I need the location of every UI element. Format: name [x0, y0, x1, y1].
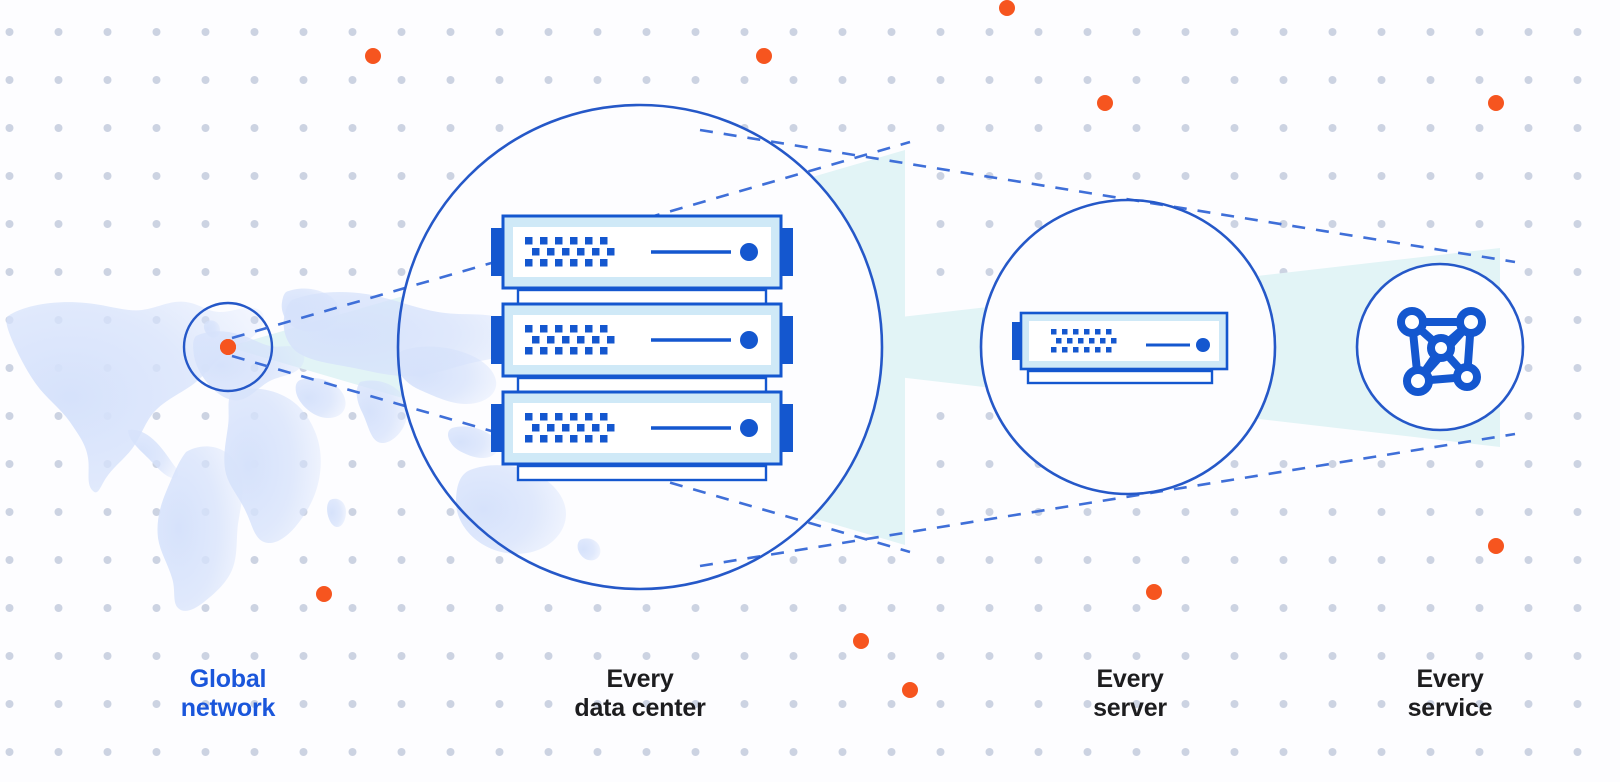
orange-accent-dots — [220, 0, 1504, 698]
caption-global-network: Global network — [180, 665, 276, 722]
orange-accent-dot — [853, 633, 869, 649]
network-nodes — [1397, 307, 1486, 396]
circle-server — [979, 198, 1277, 496]
rack-shelf-3 — [516, 464, 768, 482]
server-unit-vent-dots — [1051, 329, 1117, 353]
server-unit-base — [1026, 369, 1214, 385]
dashed-line-top-left — [231, 140, 911, 340]
orange-accent-dot — [220, 339, 236, 355]
orange-accent-dot — [999, 0, 1015, 16]
orange-accent-dot — [902, 682, 918, 698]
rack-unit-3 — [489, 390, 795, 482]
orange-accent-dot — [1146, 584, 1162, 600]
orange-accent-dot — [756, 48, 772, 64]
server-unit — [1012, 311, 1229, 385]
caption-server: Every server — [1093, 665, 1167, 722]
orange-accent-dot — [316, 586, 332, 602]
map-highlight-circle — [182, 301, 274, 393]
dashed-line-top-right — [699, 128, 1516, 264]
caption-data-center: Every data center — [574, 665, 706, 722]
dashed-line-bottom-left — [231, 354, 911, 554]
circle-service — [1355, 262, 1525, 432]
caption-service: Every service — [1407, 665, 1493, 722]
orange-accent-dot — [1488, 95, 1504, 111]
orange-accent-dot — [1488, 538, 1504, 554]
server-unit-led — [1196, 338, 1210, 352]
circle-data-center — [396, 103, 884, 591]
orange-accent-dot — [1097, 95, 1113, 111]
orange-accent-dot — [365, 48, 381, 64]
dashed-line-bottom-right — [699, 432, 1516, 568]
